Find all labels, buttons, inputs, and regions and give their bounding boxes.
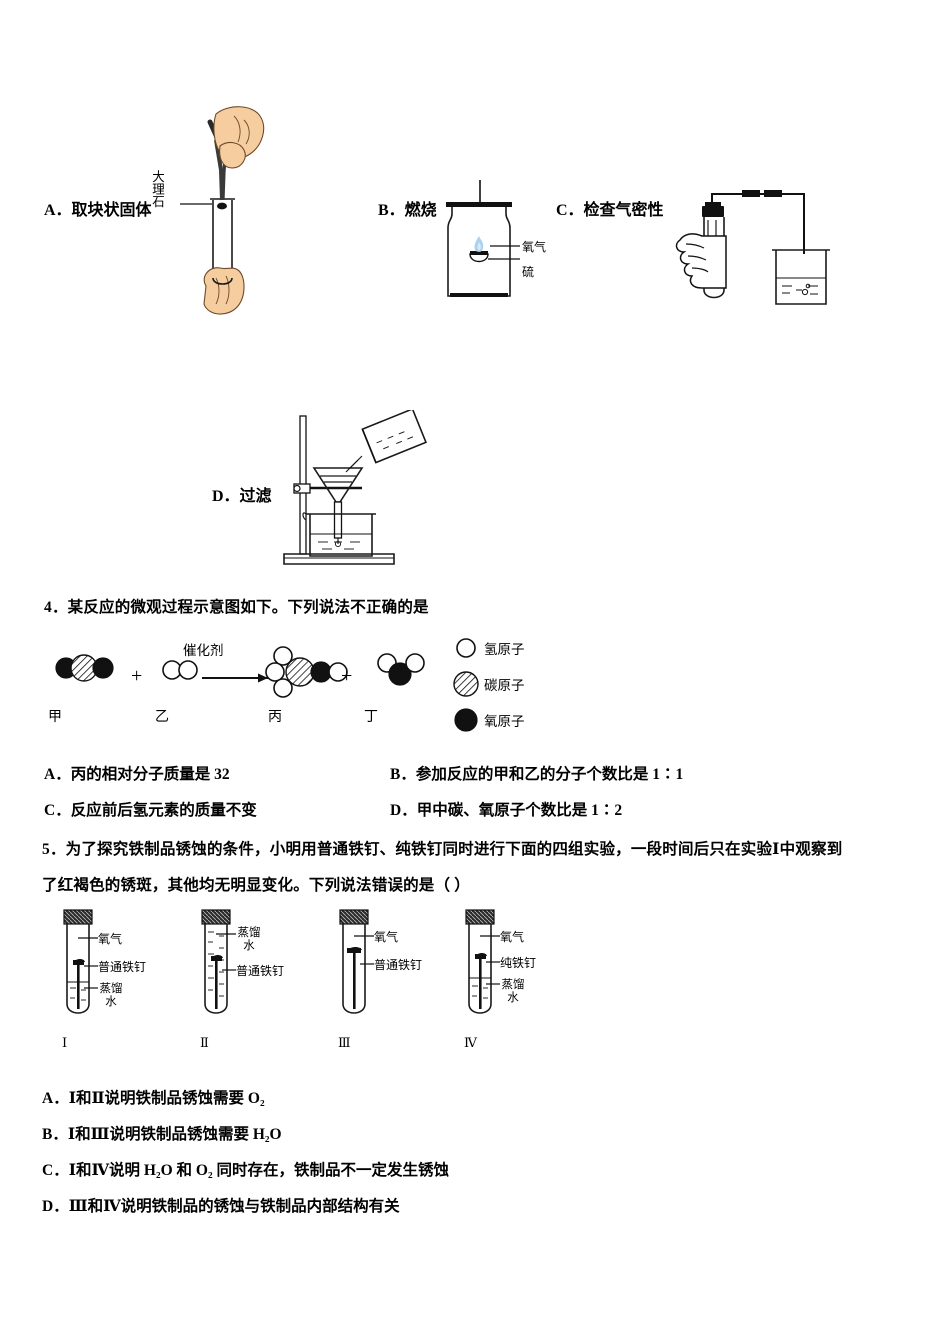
tube-4-label-liquid: 蒸馏水 xyxy=(501,977,525,1004)
molecule-yi xyxy=(162,660,198,680)
question-5-number: 5． xyxy=(42,841,66,858)
molecule-label-jia: 甲 xyxy=(48,709,62,725)
plus-sign-1: + xyxy=(131,665,143,687)
question-4-stem: 4．某反应的微观过程示意图如下。下列说法不正确的是 xyxy=(44,590,429,626)
option-c-label: C．检查气密性 xyxy=(556,202,664,219)
q5-option-b[interactable]: B．Ⅰ和Ⅲ说明铁制品锈蚀需要 H₂O xyxy=(42,1126,282,1143)
molecule-label-ding: 丁 xyxy=(364,709,378,725)
legend-label-carbon: 碳原子 xyxy=(484,678,525,694)
tube-1-numeral: Ⅰ xyxy=(62,1035,68,1050)
tube-1-label-liquid: 蒸馏水 xyxy=(99,981,123,1008)
q4-legend-symbols xyxy=(453,638,479,732)
tube-2-label-liquid: 蒸馏水 xyxy=(237,925,261,952)
tube-3-label-gas: 氧气 xyxy=(374,930,399,944)
q5-option-a[interactable]: A．Ⅰ和Ⅱ说明铁制品锈蚀需要 O₂ xyxy=(42,1090,265,1107)
catalyst-label: 催化剂 xyxy=(183,643,224,659)
figure-d-filtration xyxy=(283,410,427,565)
tube-4-numeral: Ⅳ xyxy=(464,1035,478,1050)
tube-2-numeral: Ⅱ xyxy=(200,1035,210,1050)
question-4-text: 某反应的微观过程示意图如下。下列说法不正确的是 xyxy=(67,599,429,616)
q4-reaction-diagram xyxy=(55,646,425,698)
legend-label-oxygen: 氧原子 xyxy=(484,714,525,730)
tube-3-figure xyxy=(339,909,374,1014)
question-4-number: 4． xyxy=(44,599,68,616)
tube-1-label-gas: 氧气 xyxy=(98,932,123,946)
plus-sign-2: + xyxy=(341,665,353,687)
question-5-text-1: 为了探究铁制品锈蚀的条件，小明用普通铁钉、纯铁钉同时进行下面的四组实验，一段时间… xyxy=(65,841,843,858)
tube-3-label-nail: 普通铁钉 xyxy=(374,958,423,972)
q5-option-d[interactable]: D．Ⅲ和Ⅳ说明铁制品的锈蚀与铁制品内部结构有关 xyxy=(42,1198,400,1215)
tube-1-figure xyxy=(63,909,98,1014)
tube-1-label-nail: 普通铁钉 xyxy=(98,960,147,974)
tube-4-label-gas: 氧气 xyxy=(500,930,525,944)
legend-label-hydrogen: 氢原子 xyxy=(484,642,525,658)
option-b-label: B．燃烧 xyxy=(378,202,437,219)
figure-a-block-solid xyxy=(180,106,265,315)
tube-3-numeral: Ⅲ xyxy=(338,1035,352,1050)
figure-b-combustion xyxy=(446,180,520,297)
q4-option-a[interactable]: A．丙的相对分子质量是 32 xyxy=(44,766,230,783)
q4-option-d[interactable]: D．甲中碳、氧原子个数比是 1∶2 xyxy=(390,802,623,819)
tube-2-label-nail: 普通铁钉 xyxy=(236,964,285,978)
molecule-label-bing: 丙 xyxy=(268,709,282,725)
figure-c-airtightness xyxy=(675,190,830,305)
molecule-jia xyxy=(55,654,114,682)
tube-4-label-nail: 纯铁钉 xyxy=(500,956,537,970)
sulfur-label-b: 硫 xyxy=(522,265,535,279)
q4-option-b[interactable]: B．参加反应的甲和乙的分子个数比是 1∶1 xyxy=(390,766,684,783)
option-d-label: D．过滤 xyxy=(212,488,272,505)
hydrogen-atom-icon xyxy=(456,638,476,658)
oxygen-atom-icon xyxy=(454,708,478,732)
molecule-ding xyxy=(377,653,425,686)
question-5-stem-line2: 了红褐色的锈斑，其他均无明显变化。下列说法错误的是（ ） xyxy=(42,877,470,894)
molecule-label-yi: 乙 xyxy=(155,709,169,725)
carbon-atom-icon xyxy=(453,671,479,697)
q5-option-c[interactable]: C．Ⅰ和Ⅳ说明 H₂O 和 O₂ 同时存在，铁制品不一定发生锈蚀 xyxy=(42,1162,449,1179)
tube-2-figure xyxy=(201,909,236,1014)
oxygen-label-b: 氧气 xyxy=(522,240,547,254)
question-5-stem-line1: 5．为了探究铁制品锈蚀的条件，小明用普通铁钉、纯铁钉同时进行下面的四组实验，一段… xyxy=(42,832,842,868)
tube-4-figure xyxy=(465,909,500,1014)
marble-label: 大理石 xyxy=(150,170,165,208)
option-a-label: A．取块状固体 xyxy=(44,202,152,219)
molecule-bing xyxy=(265,646,348,698)
q4-option-c[interactable]: C．反应前后氢元素的质量不变 xyxy=(44,802,257,819)
